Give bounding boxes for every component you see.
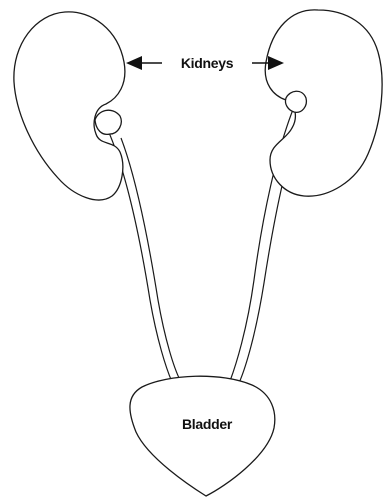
kidneys-label: Kidneys xyxy=(181,55,234,71)
right-kidney xyxy=(265,10,382,196)
bladder xyxy=(130,376,275,496)
left-kidney xyxy=(14,12,125,200)
bladder-label: Bladder xyxy=(182,416,233,432)
right-renal-pelvis xyxy=(285,91,306,112)
left-arrow xyxy=(126,56,162,70)
left-renal-pelvis xyxy=(95,110,121,134)
